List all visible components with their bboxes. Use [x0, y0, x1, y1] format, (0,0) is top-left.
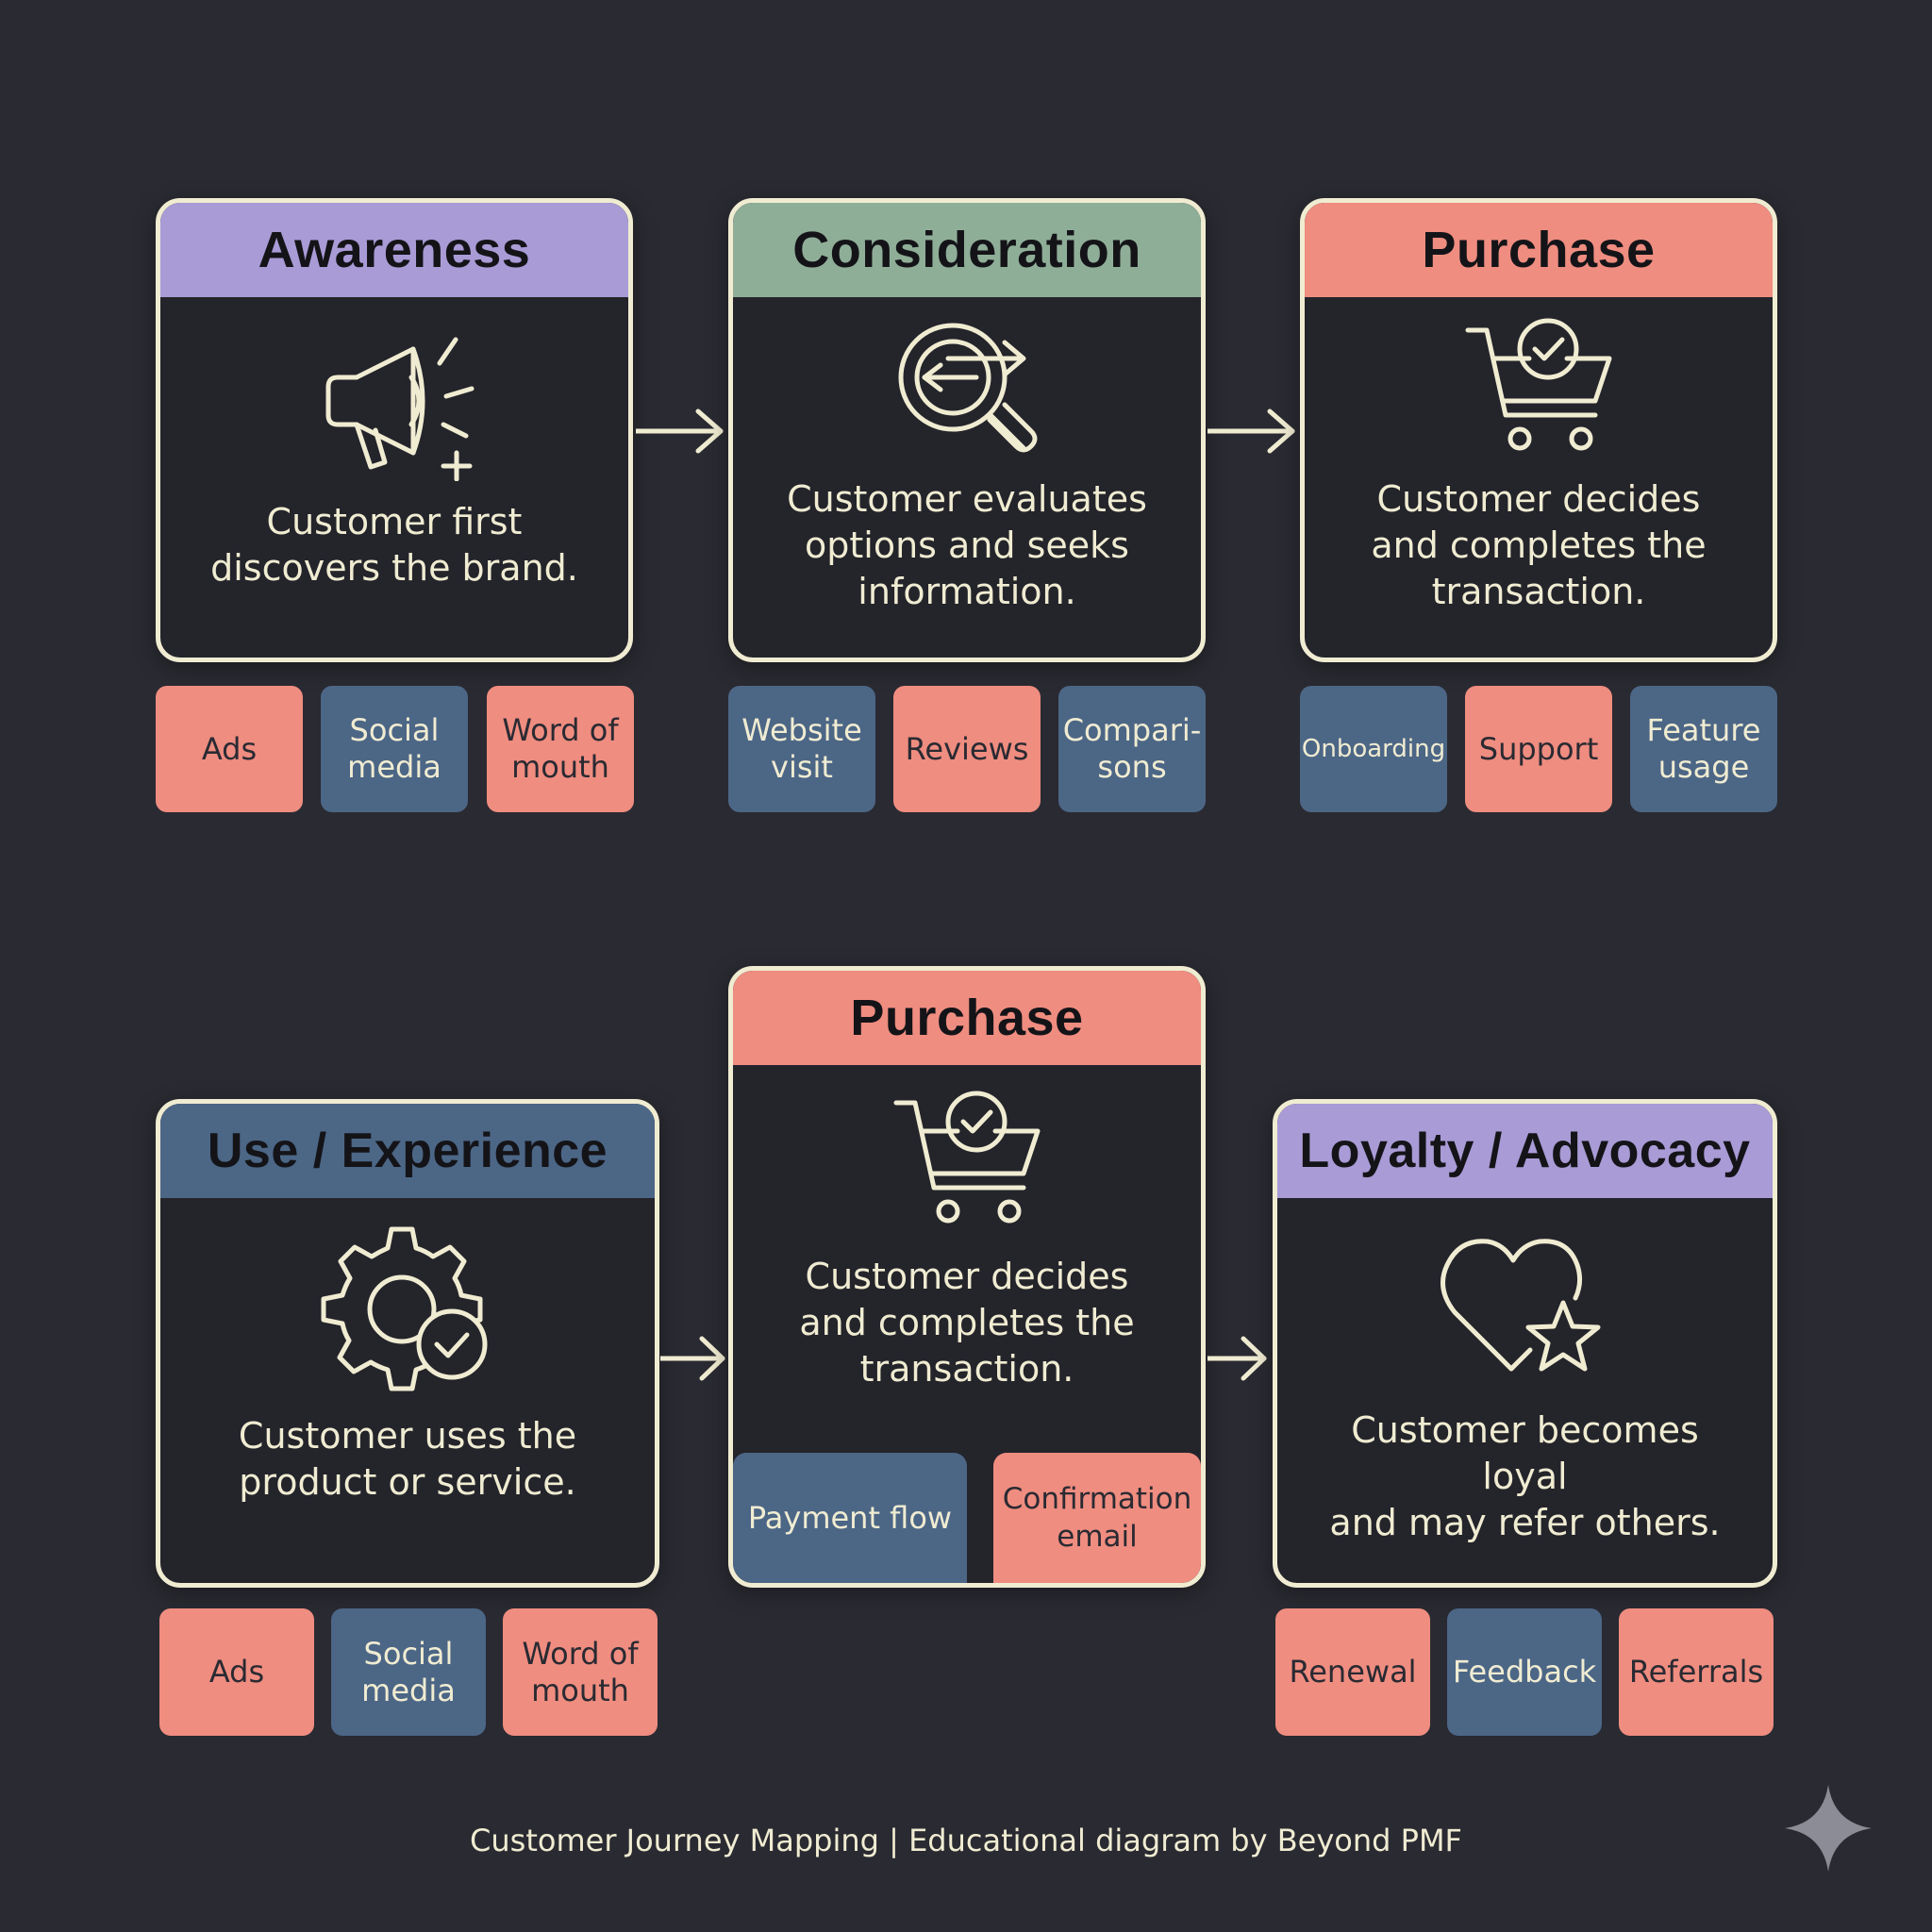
tag-line: Website	[741, 712, 862, 748]
tag-comparisons: Compari-sons	[1058, 686, 1206, 812]
tag-line: Ads	[208, 1654, 265, 1690]
tag-ads-bottom: Ads	[159, 1608, 314, 1736]
purchase-bottom-title: Purchase	[733, 971, 1201, 1065]
purchase-top-title: Purchase	[1305, 203, 1773, 297]
consideration-line-1: Customer evaluates	[787, 478, 1147, 520]
use-line-2: product or service.	[239, 1461, 576, 1503]
purchase-card-top: Purchase Customer decides and completes …	[1300, 198, 1777, 662]
confirmation-line-2: email	[1057, 1520, 1138, 1554]
consideration-title: Consideration	[733, 203, 1201, 297]
tag-line: mouth	[531, 1672, 629, 1708]
tag-line: Social	[349, 712, 440, 748]
consideration-card: Consideration Customer evaluates options…	[728, 198, 1206, 662]
tag-feedback: Feedback	[1447, 1608, 1602, 1736]
loyalty-line-1: Customer becomes loyal	[1351, 1409, 1699, 1497]
arrow-purchase-to-loyalty	[1205, 1335, 1270, 1386]
tag-line: Referrals	[1628, 1654, 1764, 1690]
purchase-card-bottom: Purchase Customer decides and completes …	[728, 966, 1206, 1588]
purchase-bottom-description: Customer decides and completes the trans…	[733, 1254, 1201, 1392]
payment-flow-label: Payment flow	[747, 1500, 953, 1536]
tag-line: Word of	[502, 712, 619, 748]
magnifier-arrows-icon	[733, 297, 1201, 467]
purchase-bottom-line-1: Customer decides	[805, 1256, 1129, 1297]
gear-check-icon	[160, 1198, 655, 1396]
heart-star-icon	[1277, 1198, 1773, 1396]
tag-line: Ads	[201, 730, 258, 767]
consideration-line-2: options and seeks	[805, 525, 1129, 566]
consideration-description: Customer evaluates options and seeks inf…	[733, 476, 1201, 615]
awareness-title: Awareness	[160, 203, 628, 297]
use-experience-description: Customer uses the product or service.	[160, 1413, 655, 1506]
tag-line: usage	[1657, 749, 1750, 785]
tag-line: Renewal	[1289, 1654, 1417, 1690]
tag-reviews: Reviews	[893, 686, 1041, 812]
tag-line: Reviews	[905, 730, 1029, 767]
purchase-bottom-line-3: transaction.	[859, 1348, 1074, 1390]
consideration-line-3: information.	[858, 571, 1076, 612]
tag-line: Support	[1478, 730, 1599, 767]
tag-line: media	[347, 749, 441, 785]
tag-referrals: Referrals	[1619, 1608, 1774, 1736]
purchase-top-description: Customer decides and completes the trans…	[1305, 476, 1773, 615]
purchase-top-line-1: Customer decides	[1376, 478, 1701, 520]
sparkle-icon	[1781, 1781, 1875, 1879]
footer-caption: Customer Journey Mapping | Educational d…	[470, 1823, 1462, 1858]
loyalty-advocacy-title: Loyalty / Advocacy	[1277, 1104, 1773, 1198]
tag-line: Compari-	[1062, 712, 1202, 748]
tag-line: visit	[771, 749, 833, 785]
tag-ads: Ads	[156, 686, 303, 812]
tag-payment-flow: Payment flow	[733, 1453, 967, 1583]
purchase-top-line-2: and completes the	[1371, 525, 1707, 566]
arrow-use-to-purchase	[658, 1335, 728, 1386]
awareness-card: Awareness Customer first discovers the b…	[156, 198, 633, 662]
arrow-awareness-to-consideration	[633, 408, 726, 458]
cart-check-icon	[733, 1065, 1201, 1244]
tag-support: Support	[1465, 686, 1612, 812]
tag-line: Word of	[522, 1635, 639, 1672]
tag-line: Feature	[1646, 712, 1761, 748]
loyalty-advocacy-card: Loyalty / Advocacy Customer becomes loya…	[1273, 1099, 1777, 1588]
awareness-line-1: Customer first	[266, 501, 523, 542]
tag-line: Social	[363, 1635, 454, 1672]
loyalty-description: Customer becomes loyal and may refer oth…	[1277, 1407, 1773, 1546]
tag-confirmation-email: Confirmation email	[993, 1453, 1201, 1583]
awareness-line-2: discovers the brand.	[210, 547, 578, 589]
use-experience-card: Use / Experience Customer uses the produ…	[156, 1099, 659, 1588]
use-experience-title: Use / Experience	[160, 1104, 655, 1198]
purchase-top-line-3: transaction.	[1431, 571, 1646, 612]
tag-onboarding: Onboarding	[1300, 686, 1447, 812]
cart-check-icon	[1305, 297, 1773, 467]
awareness-description: Customer first discovers the brand.	[160, 499, 628, 591]
confirmation-line-1: Confirmation	[1002, 1482, 1192, 1516]
tag-line: Onboarding	[1301, 734, 1446, 763]
tag-line: sons	[1097, 749, 1167, 785]
purchase-bottom-line-2: and completes the	[799, 1302, 1135, 1343]
tag-line: mouth	[511, 749, 609, 785]
tag-renewal: Renewal	[1275, 1608, 1430, 1736]
tag-line: media	[361, 1672, 456, 1708]
loyalty-line-2: and may refer others.	[1329, 1502, 1721, 1543]
tag-line: Feedback	[1452, 1654, 1597, 1690]
use-line-1: Customer uses the	[238, 1415, 577, 1457]
megaphone-icon	[160, 297, 628, 486]
arrow-consideration-to-purchase	[1205, 408, 1298, 458]
